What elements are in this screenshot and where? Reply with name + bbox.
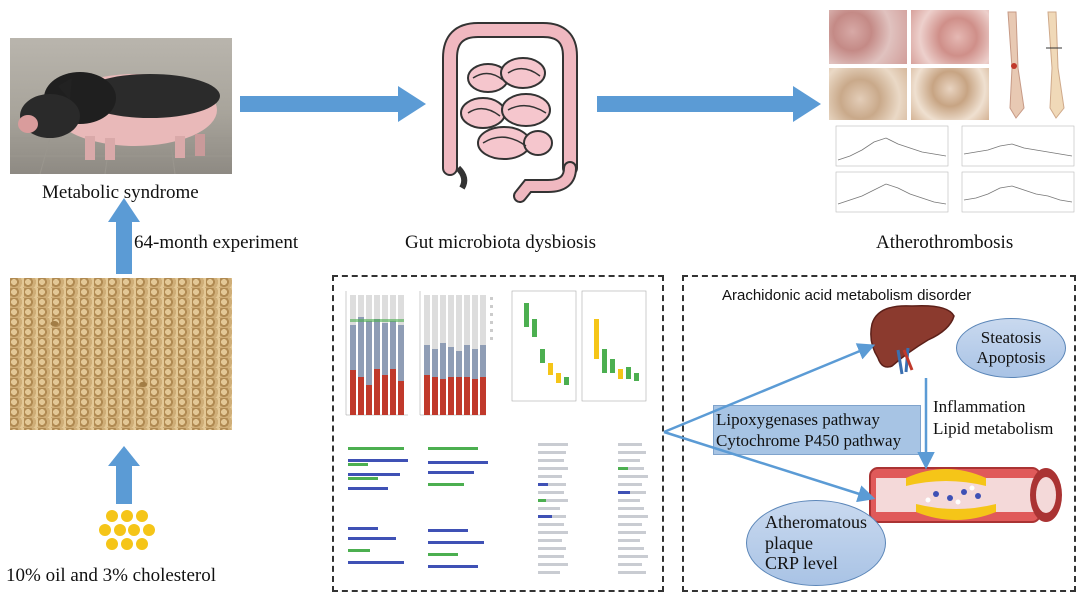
pellets-photo [10,278,232,430]
lipoxygenases-label: Lipoxygenases pathway [716,410,880,429]
steatosis-label: Steatosis [980,328,1042,348]
liver-icon [870,304,955,375]
atheromatous-label: Atheromatous [765,511,867,532]
lipid-metabolism-label: Lipid metabolism [933,419,1054,438]
stacked-bar-chart-thumbnail [419,291,493,416]
diet-label: 10% oil and 3% cholesterol [6,565,217,586]
pig-illustration [10,72,232,174]
pig-photo [10,38,232,174]
dot-cluster-icon [99,510,155,550]
pathway-bar-list-thumbnail [538,443,648,574]
gut-dysbiosis-label: Gut microbiota dysbiosis [405,232,597,253]
arrow-up-icon [108,446,140,504]
stacked-bar-chart-thumbnail [345,291,408,416]
histology-panel [829,10,907,64]
arrow-right-icon [597,86,821,122]
crp-label: CRP level [765,553,838,574]
cyp-label: Cytochrome P450 pathway [716,431,902,450]
histology-panel [829,68,907,120]
microbiota-analysis-box [332,275,664,592]
experiment-label: 64-month experiment [134,232,299,253]
athero-line-charts [835,125,1075,213]
arrow-right-icon [240,86,426,122]
steatosis-apoptosis-ellipse: Steatosis Apoptosis [956,318,1066,378]
plaque-crp-ellipse: Atheromatous plaque CRP level [746,500,886,586]
inflammation-label: Inflammation [933,397,1026,416]
arrow-up-icon [108,198,140,274]
horizontal-bar-chart-thumbnail [348,447,488,568]
histology-panel [911,68,989,120]
boxplot-thumbnail [511,290,647,402]
histology-panel [911,10,989,64]
plaque-label: plaque [765,532,813,553]
apoptosis-label: Apoptosis [976,348,1046,367]
arachidonic-title: Arachidonic acid metabolism disorder [722,287,972,304]
artery-specimen [1007,11,1065,119]
atherothrombosis-label: Atherothrombosis [876,232,1014,253]
artery-plaque-icon [869,467,1062,523]
intestine-illustration [442,22,578,203]
metabolic-syndrome-label: Metabolic syndrome [42,182,199,203]
